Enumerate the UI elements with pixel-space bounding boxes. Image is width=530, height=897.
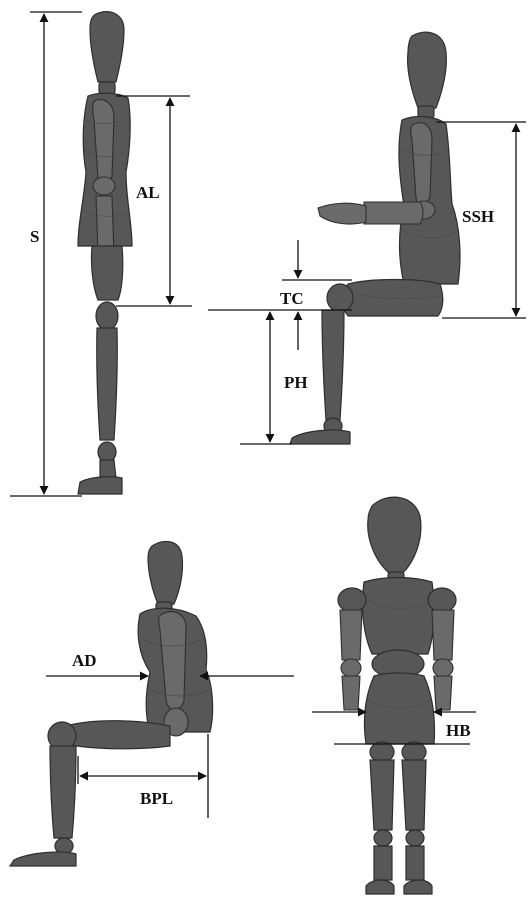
label-al: AL xyxy=(136,183,160,202)
label-tc: TC xyxy=(280,289,304,308)
label-ph: PH xyxy=(284,373,308,392)
label-ad: AD xyxy=(72,651,97,670)
label-bpl: BPL xyxy=(140,789,173,808)
label-s: S xyxy=(30,227,39,246)
seated-small-figure xyxy=(10,541,213,866)
label-hb: HB xyxy=(446,721,471,740)
stature-dimension xyxy=(10,12,82,496)
standing-front-figure xyxy=(338,497,456,894)
standing-side-figure xyxy=(78,12,132,494)
seated-side-figure xyxy=(290,32,460,444)
label-ssh: SSH xyxy=(462,207,494,226)
